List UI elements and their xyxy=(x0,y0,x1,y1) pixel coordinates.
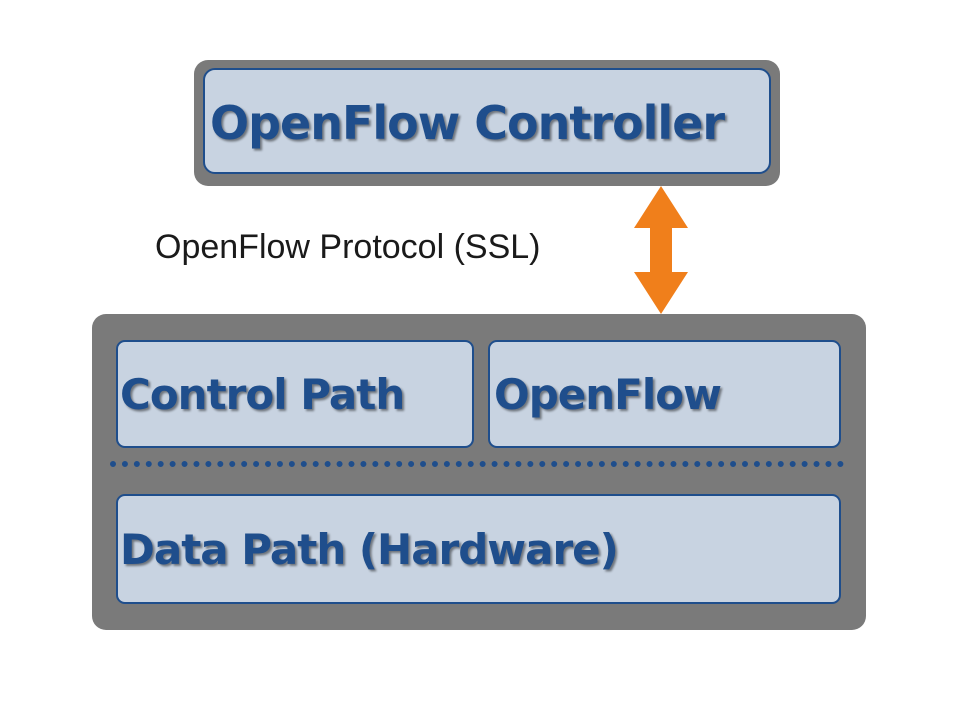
divider-line xyxy=(110,461,844,467)
protocol-label: OpenFlow Protocol (SSL) xyxy=(155,228,541,266)
data-path-box xyxy=(116,494,841,604)
openflow-box xyxy=(488,340,841,448)
openflow-label: OpenFlow xyxy=(494,370,722,419)
double-headed-arrow-icon xyxy=(634,186,688,314)
controller-label: OpenFlow Controller xyxy=(210,96,725,150)
controller-box xyxy=(203,68,771,174)
control-path-label: Control Path xyxy=(120,370,405,419)
control-path-box xyxy=(116,340,474,448)
data-path-label: Data Path (Hardware) xyxy=(120,525,619,574)
